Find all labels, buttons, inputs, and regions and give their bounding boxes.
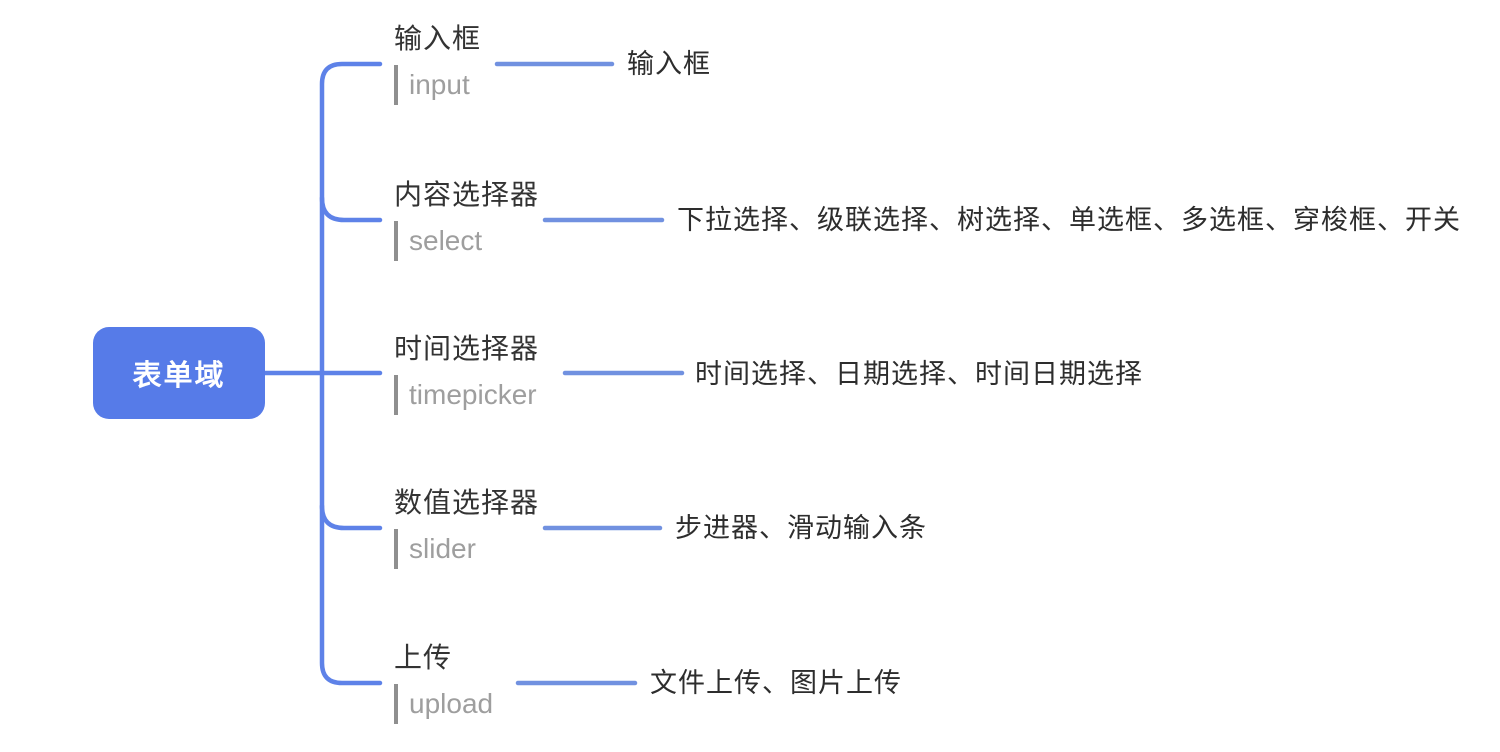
branch-subtitle-row: upload: [394, 683, 493, 725]
connector-stub-select: [319, 195, 383, 223]
subtitle-bar: [394, 375, 398, 415]
branch-node-select[interactable]: 内容选择器 select: [394, 178, 539, 262]
branch-title: 输入框: [394, 23, 482, 54]
branch-subtitle: slider: [409, 533, 476, 564]
branch-subtitle-row: select: [394, 220, 539, 262]
leaf-node-slider[interactable]: 步进器、滑动输入条: [675, 513, 927, 543]
branch-title: 时间选择器: [394, 333, 540, 364]
branch-title: 数值选择器: [394, 487, 540, 518]
branch-subtitle-row: input: [394, 64, 481, 106]
subtitle-bar: [394, 684, 398, 724]
branch-node-timepicker[interactable]: 时间选择器 timepicker: [394, 332, 539, 416]
leaf-node-upload[interactable]: 文件上传、图片上传: [650, 668, 902, 698]
connector-trunk-with-elbows: [319, 61, 383, 686]
leaf-node-input[interactable]: 输入框: [627, 49, 711, 79]
branch-subtitle-row: timepicker: [394, 374, 539, 416]
connector-stub-slider: [319, 503, 383, 531]
root-node-label: 表单域: [132, 360, 226, 392]
leaf-node-timepicker[interactable]: 时间选择、日期选择、时间日期选择: [695, 359, 1143, 389]
branch-node-input[interactable]: 输入框 input: [394, 22, 481, 106]
branch-title: 内容选择器: [394, 179, 540, 210]
branch-node-upload[interactable]: 上传 upload: [394, 641, 493, 725]
branch-subtitle: timepicker: [409, 379, 537, 410]
branch-subtitle-row: slider: [394, 528, 539, 570]
root-node-form-field[interactable]: 表单域: [93, 327, 265, 419]
branch-connectors: [262, 61, 383, 686]
branch-subtitle: input: [409, 69, 470, 100]
branch-title: 上传: [394, 642, 453, 673]
leaf-node-select[interactable]: 下拉选择、级联选择、树选择、单选框、多选框、穿梭框、开关: [677, 205, 1461, 235]
branch-node-slider[interactable]: 数值选择器 slider: [394, 486, 539, 570]
branch-subtitle: upload: [409, 688, 494, 719]
subtitle-bar: [394, 529, 398, 569]
branch-subtitle: select: [409, 225, 483, 256]
subtitle-bar: [394, 65, 398, 105]
subtitle-bar: [394, 221, 398, 261]
